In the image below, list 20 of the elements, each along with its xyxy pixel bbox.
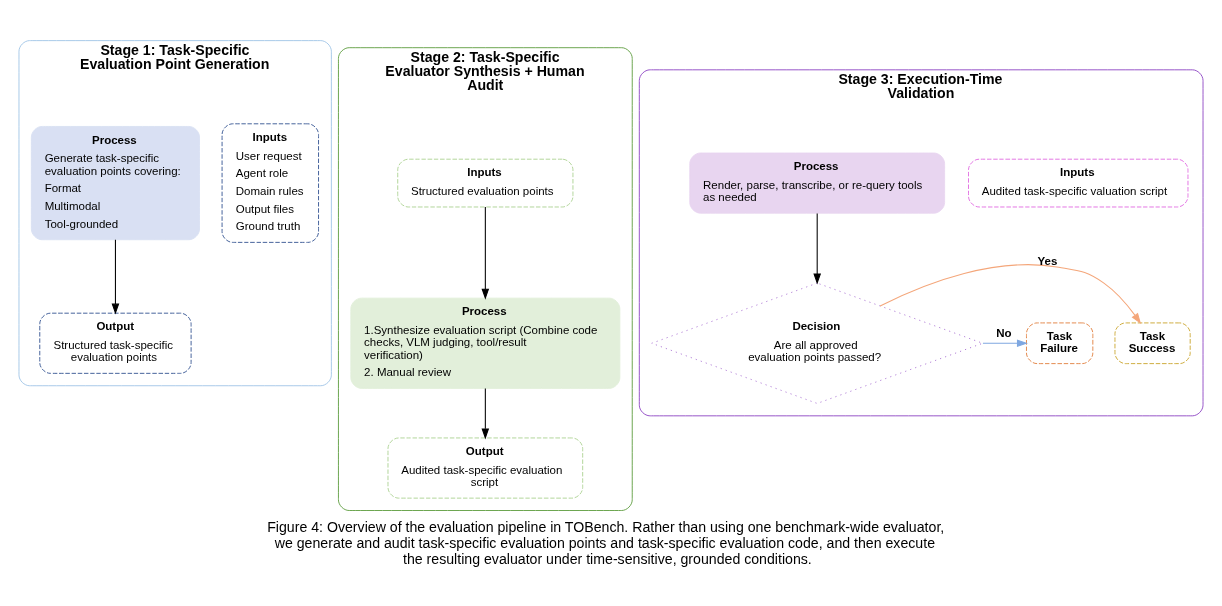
node-box: Inputs User request Agent role Domain rules Output files Ground truth: [221, 123, 319, 243]
arrow: [481, 206, 490, 300]
node-box: Inputs Audited task-specific valuation script: [968, 158, 1189, 208]
node-box: Process Render, parse, transcribe, or re-query tools as needed: [689, 152, 946, 214]
arrow: [813, 212, 822, 285]
edge-label: No: [996, 326, 1012, 339]
node-box: Process 1.Synthesize evaluation script (Combine code checks, VLM judging, tool/result verification) 2. Manual review: [350, 297, 621, 389]
arrow: [111, 239, 120, 315]
node-box: Output Audited task-specific evaluation script: [387, 437, 584, 499]
node-diamond: Decision Are all approved evaluation points passed?: [651, 282, 984, 404]
caption: Figure 4: Overview of the evaluation pipeline in TOBench. Rather than using one benchmark-wide evaluator, we generate and audit task-specific evaluation points and task-specific evaluation code, and then execute the resulting evaluator under time-sensitive, grounded conditions.: [267, 519, 945, 568]
node-box: Output Structured task-specific evaluation points: [39, 312, 192, 374]
node-box: Inputs Structured evaluation points: [397, 158, 574, 208]
node-box: Task Success: [1114, 322, 1191, 365]
arrow: [982, 339, 1028, 348]
arrow: [879, 264, 1142, 324]
edge-label: Yes: [1037, 254, 1058, 267]
node-box: Process Generate task-specific evaluation points covering: Format Multimodal Tool-grounded: [30, 126, 200, 241]
arrow: [481, 388, 490, 440]
node-box: Task Failure: [1026, 322, 1094, 365]
